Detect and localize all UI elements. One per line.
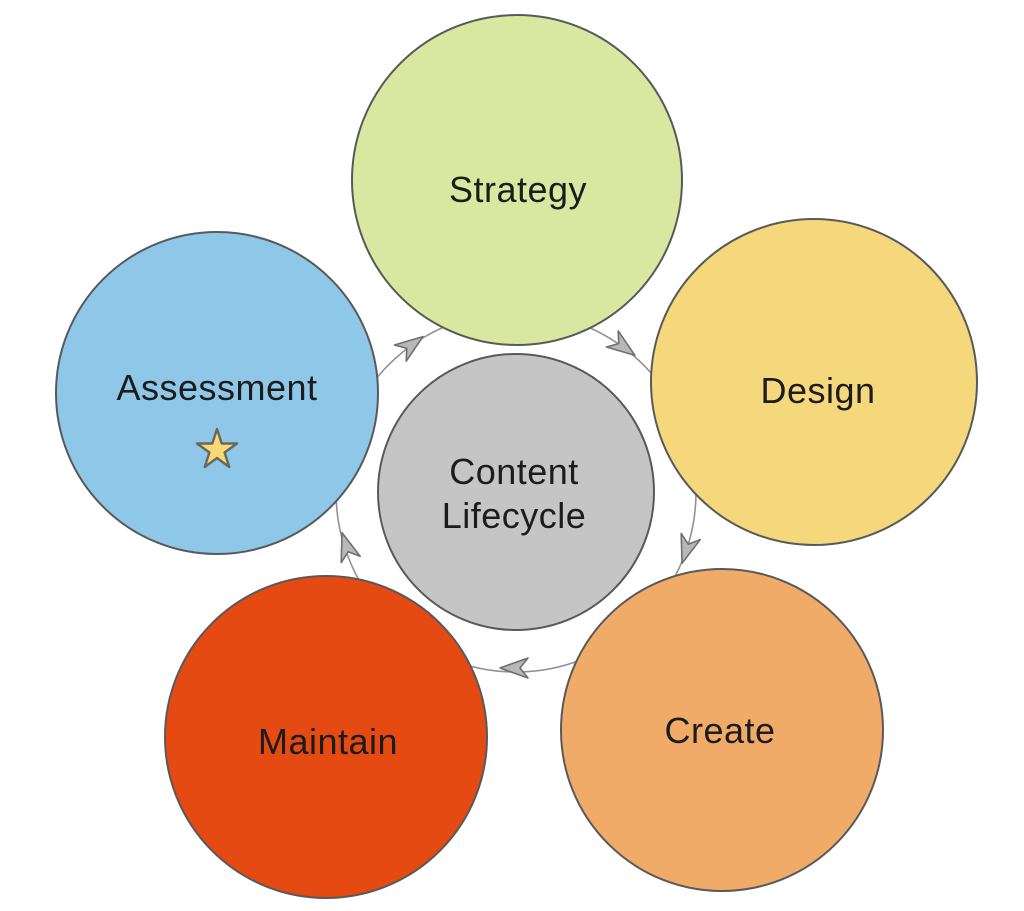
- arrow-assessment-to-strategy-icon: [393, 335, 424, 362]
- arrow-create-to-maintain-icon: [499, 657, 529, 679]
- assessment-circle: [55, 231, 379, 555]
- strategy-circle: [351, 14, 683, 346]
- cycle-arrows: [340, 330, 702, 679]
- design-label: Design: [760, 370, 876, 411]
- create-circle: [560, 568, 884, 892]
- create-label: Create: [664, 710, 776, 751]
- strategy-label: Strategy: [448, 169, 588, 210]
- maintain-circle: [164, 575, 488, 899]
- center-circle: [377, 353, 655, 631]
- star-icon: [195, 427, 239, 469]
- maintain-label: Maintain: [257, 721, 399, 762]
- arrow-design-to-create-icon: [680, 532, 702, 565]
- arrow-strategy-to-design-icon: [605, 330, 636, 357]
- arrow-maintain-to-assessment-icon: [340, 531, 362, 564]
- design-circle: [650, 218, 978, 546]
- assessment-label: Assessment: [116, 367, 318, 408]
- center-title: Content Lifecycle: [441, 451, 587, 536]
